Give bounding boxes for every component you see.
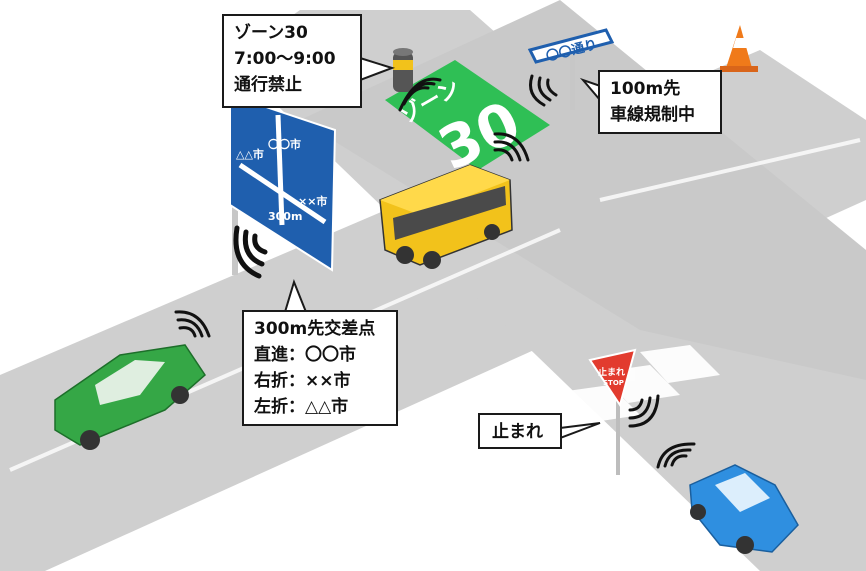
wireless-icon-direction [233,225,268,279]
wireless-icon-bollard [398,77,442,112]
stop-sign-jp: 止まれ [598,366,625,378]
stop-sign: 止まれ STOP [588,348,637,475]
wireless-icon-blue-car [656,442,696,469]
lane-callout: 100m先 車線規制中 [598,70,722,134]
lane-line-2: 車線規制中 [610,105,695,125]
lane-line-1: 100m先 [610,79,681,99]
direction-up-label: 〇〇市 [268,137,301,151]
wireless-icon-street-sign [529,74,558,107]
intersection-line-4: 左折：△△市 [254,397,349,417]
zone30-line-2: 7:00〜9:00 [234,49,336,69]
green-car [54,344,206,450]
direction-distance-label: 300m [268,210,302,223]
wireless-icon-stop [628,394,660,428]
intersection-line-2: 直進：〇〇市 [254,345,356,365]
intersection-callout: 300m先交差点 直進：〇〇市 右折：××市 左折：△△市 [242,310,398,426]
zone30-line-1: ゾーン30 [234,23,308,43]
stop-callout: 止まれ [478,413,562,449]
zone30-callout: ゾーン30 7:00〜9:00 通行禁止 [222,14,362,108]
lane-line-main-2 [599,138,861,202]
zone30-line-3: 通行禁止 [234,75,302,95]
wireless-icon-green-car [174,310,211,338]
wireless-icon-zone [493,132,530,162]
blue-car [689,464,799,554]
direction-left-label: △△市 [236,147,264,161]
bollard [393,48,413,92]
direction-sign: 〇〇市 △△市 ××市 300m [229,93,337,275]
stop-line-1: 止まれ [492,422,543,442]
stop-sign-en: STOP [603,379,624,387]
intersection-line-3: 右折：××市 [254,371,351,391]
bus [379,164,513,269]
direction-right-label: ××市 [298,194,327,208]
intersection-line-1: 300m先交差点 [254,319,376,339]
traffic-cone [720,25,758,72]
wireless-icons [174,74,696,469]
